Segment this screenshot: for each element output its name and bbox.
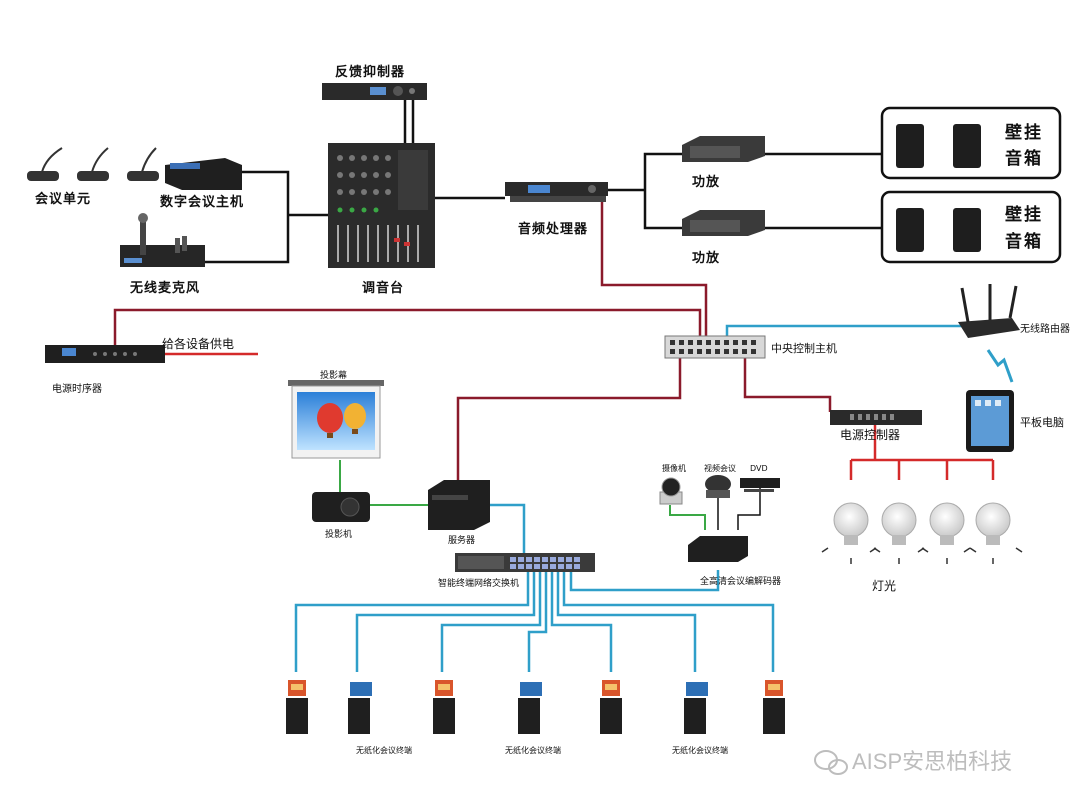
codec-input-lines: [717, 488, 761, 530]
label-projection-screen: 投影幕: [320, 369, 347, 381]
hd-codec-device: [688, 536, 748, 562]
terminal-1: [286, 680, 308, 734]
label-wall-speaker-1-line1: 壁挂: [1005, 122, 1043, 143]
label-feedback-suppressor: 反馈抑制器: [335, 64, 405, 80]
terminal-5: [600, 680, 622, 734]
network-lines: [294, 324, 962, 672]
terminal-3: [433, 680, 455, 734]
label-tablet: 平板电脑: [1020, 415, 1064, 429]
line-amps-speakers: [765, 152, 882, 230]
wireless-mic-device: [120, 213, 205, 267]
line-term-4: [527, 572, 548, 672]
amplifier-1-device: [682, 136, 765, 162]
tablet-device: [966, 390, 1014, 452]
digital-conference-host-device: [165, 158, 242, 190]
central-controller-device: [664, 335, 766, 359]
wireless-signal-icon: [986, 349, 1014, 383]
line-controller-server: [456, 358, 682, 483]
label-server: 服务器: [448, 534, 475, 546]
watermark: AISP安思柏科技: [814, 749, 1012, 775]
power-sequencer-device: [45, 345, 165, 363]
camera-device: [659, 477, 683, 505]
mixer-device: [328, 143, 435, 268]
terminal-2: [348, 682, 372, 734]
label-power-sequencer: 电源时序器: [52, 382, 102, 395]
line-processor-controller: [600, 202, 708, 336]
label-projector: 投影机: [325, 528, 352, 540]
control-lines: [113, 202, 832, 483]
line-term-5: [550, 572, 613, 672]
dvd-device: [740, 478, 780, 492]
line-term-7: [562, 572, 775, 672]
network-switch-device: [455, 553, 595, 572]
bulb-1: [821, 502, 881, 564]
light-bulbs: [821, 502, 1023, 564]
bulb-4: [963, 502, 1023, 564]
label-wall-speaker-2-line1: 壁挂: [1005, 204, 1043, 225]
bulb-3: [917, 502, 977, 564]
label-conference-unit: 会议单元: [35, 191, 91, 207]
supply-lines: [165, 352, 995, 480]
label-video-conference: 视频会议: [704, 463, 736, 473]
line-controller-router: [725, 324, 962, 336]
line-power-lights: [849, 425, 995, 480]
label-switch: 智能终端网络交换机: [438, 577, 519, 589]
line-switch-codec: [569, 570, 720, 592]
line-term-6: [556, 572, 697, 672]
label-wall-speaker-2-line2: 音箱: [1005, 231, 1043, 252]
projection-screen-device: [288, 380, 384, 459]
label-central-controller: 中央控制主机: [771, 341, 837, 355]
label-digital-conference-host: 数字会议主机: [160, 194, 244, 210]
video-lines: [339, 460, 706, 530]
label-wireless-mic: 无线麦克风: [129, 280, 200, 296]
label-amplifier-2: 功放: [692, 250, 720, 266]
wechat-icon: [814, 750, 848, 775]
line-processor-amps: [608, 152, 682, 230]
line-vc-dvd-codec: [717, 488, 761, 530]
terminal-6: [684, 682, 708, 734]
label-lighting: 灯光: [872, 579, 896, 593]
line-host-mic-mixer: [205, 170, 290, 264]
watermark-text: AISP安思柏科技: [852, 749, 1012, 774]
terminal-7: [763, 680, 785, 734]
power-controller-device: [830, 410, 922, 425]
label-wall-speaker-1-line2: 音箱: [1005, 148, 1043, 169]
audio-lines: [205, 100, 882, 264]
label-camera: 摄像机: [662, 463, 686, 473]
line-feedback-mixer: [403, 100, 415, 143]
server-device: [428, 480, 490, 530]
conference-unit-device: [27, 147, 159, 181]
label-paperless-terminal-3: 无纸化会议终端: [672, 745, 728, 755]
video-conference-device: [705, 475, 731, 498]
label-hd-codec: 全高清会议编解码器: [700, 575, 781, 587]
feedback-suppressor-device: [322, 83, 427, 100]
label-amplifier-1: 功放: [692, 174, 720, 190]
line-term-2: [355, 572, 536, 672]
line-term-1: [294, 572, 530, 672]
line-term-3: [440, 572, 542, 672]
label-power-supply-note: 给各设备供电: [162, 336, 234, 351]
wall-speaker-group-1: [880, 106, 1062, 180]
label-paperless-terminal-2: 无纸化会议终端: [505, 745, 561, 755]
amplifier-2-device: [682, 210, 765, 236]
bulb-2: [869, 502, 929, 564]
line-server-switch: [490, 503, 526, 553]
line-camera-codec: [669, 505, 706, 530]
line-sequencer-controller: [113, 308, 702, 345]
label-dvd: DVD: [750, 464, 768, 473]
label-mixer: 调音台: [362, 280, 404, 296]
label-wireless-router: 无线路由器: [1020, 322, 1070, 335]
line-controller-power: [743, 358, 832, 412]
label-audio-processor: 音频处理器: [518, 221, 588, 237]
wireless-router-device: [958, 284, 1020, 338]
terminal-4: [518, 682, 542, 734]
label-power-controller: 电源控制器: [840, 428, 900, 442]
projector-device: [312, 492, 370, 522]
audio-processor-device: [505, 182, 608, 202]
wall-speaker-group-2: [880, 190, 1062, 264]
label-paperless-terminal-1: 无纸化会议终端: [356, 745, 412, 755]
paperless-terminals: [286, 680, 785, 734]
